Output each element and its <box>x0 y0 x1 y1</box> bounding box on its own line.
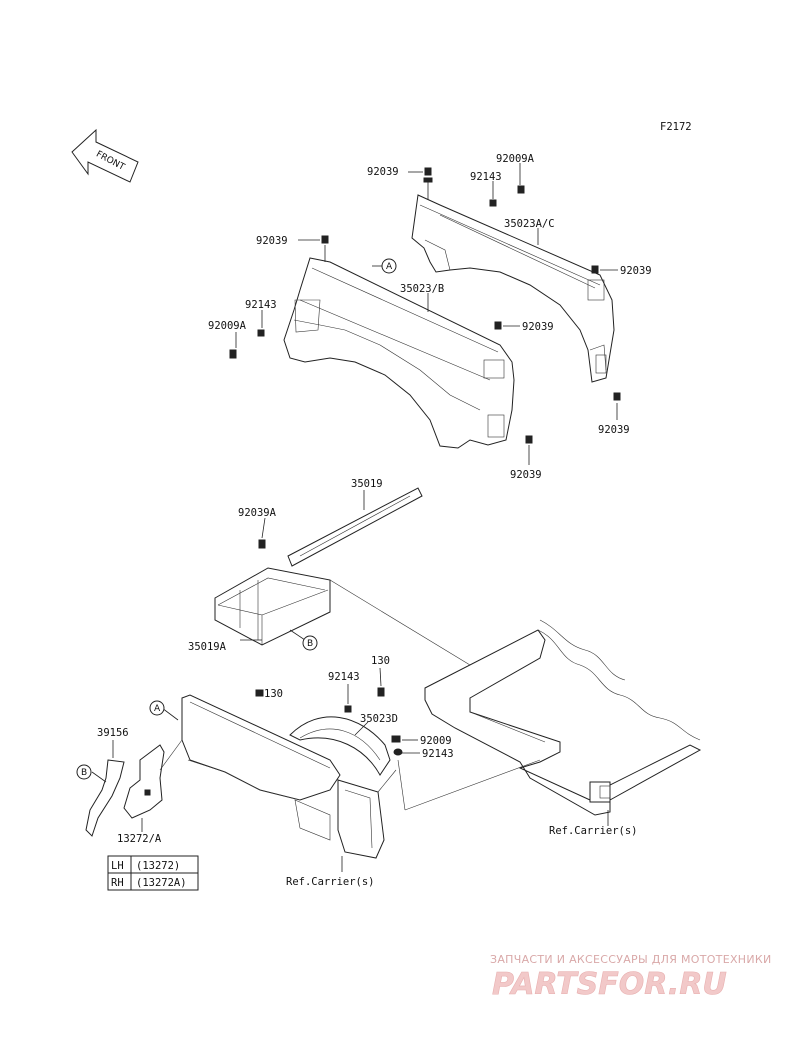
lower-fasteners <box>255 687 403 756</box>
ref-carrier-right: Ref.Carrier(s) <box>549 825 638 837</box>
part-label-35019a: 35019A <box>188 641 227 653</box>
lower-leader-lines <box>262 667 541 872</box>
part-label-92039-1: 92039 <box>367 166 399 178</box>
fender-35023ac-drawing <box>411 194 615 383</box>
fender-35023b-drawing <box>283 257 515 449</box>
callout-b-lower <box>76 764 92 780</box>
callout-a-lower-text: A <box>154 704 161 714</box>
watermark-logo: PARTSFOR.RU <box>492 967 727 1002</box>
callout-b-middle <box>302 635 318 651</box>
mudguard-bracket-drawing <box>337 769 397 859</box>
fender-35023d-drawing <box>289 716 391 776</box>
side-table-rh: RH <box>111 877 124 889</box>
bolt-92039a <box>258 539 266 549</box>
part-label-92039-6: 92039 <box>510 469 542 481</box>
upper-leader-lines <box>235 163 618 465</box>
liner-frame-drawing <box>181 694 341 841</box>
part-label-92009a-1: 92009A <box>496 153 535 165</box>
part-label-92143-4: 92143 <box>422 748 454 760</box>
part-label-92039-2: 92039 <box>620 265 652 277</box>
carrier-frame-right-drawing <box>424 619 702 816</box>
part-label-35023ac: 35023A/C <box>504 218 555 230</box>
side-table-rh-part: (13272A) <box>136 877 187 889</box>
part-label-92039-3: 92039 <box>256 235 288 247</box>
part-label-92039a: 92039A <box>238 507 277 519</box>
callout-a-upper-text: A <box>386 262 393 272</box>
ref-carrier-bottom: Ref.Carrier(s) <box>286 876 375 888</box>
part-label-92143-3: 92143 <box>328 671 360 683</box>
callout-a-upper <box>381 258 397 274</box>
panel-35019a-drawing <box>214 567 331 646</box>
strip-35019-drawing <box>287 487 423 567</box>
callout-b-lower-text: B <box>81 768 87 778</box>
part-label-92009: 92009 <box>420 735 452 747</box>
part-label-92039-4: 92039 <box>522 321 554 333</box>
side-table-lh-part: (13272) <box>136 860 180 872</box>
part-label-35019: 35019 <box>351 478 383 490</box>
front-direction-arrow: FRONT <box>71 128 139 183</box>
part-label-35023d: 35023D <box>360 713 398 725</box>
diagram-code: F2172 <box>660 121 692 133</box>
part-label-130-2: 130 <box>264 688 283 700</box>
part-label-39156: 39156 <box>97 727 129 739</box>
bracket-13272-drawing <box>123 744 165 819</box>
part-label-92143-1: 92143 <box>470 171 502 183</box>
callout-a-lower <box>149 700 165 716</box>
side-table-lh: LH <box>111 860 124 872</box>
side-table: LH (13272) RH (13272A) <box>107 855 199 891</box>
middle-leader-lines <box>240 490 471 666</box>
part-label-92143-2: 92143 <box>245 299 277 311</box>
bracket-leader-lines <box>91 707 183 832</box>
callout-b-middle-text: B <box>307 639 313 649</box>
part-label-35023b: 35023/B <box>400 283 444 295</box>
watermark-tagline: ЗАПЧАСТИ И АКСЕССУАРЫ ДЛЯ МОТОТЕХНИКИ <box>490 953 772 966</box>
part-label-130-1: 130 <box>371 655 390 667</box>
part-label-92009a-2: 92009A <box>208 320 247 332</box>
part-label-13272a: 13272/A <box>117 833 162 845</box>
part-label-92039-5: 92039 <box>598 424 630 436</box>
guard-39156-drawing <box>85 759 125 837</box>
